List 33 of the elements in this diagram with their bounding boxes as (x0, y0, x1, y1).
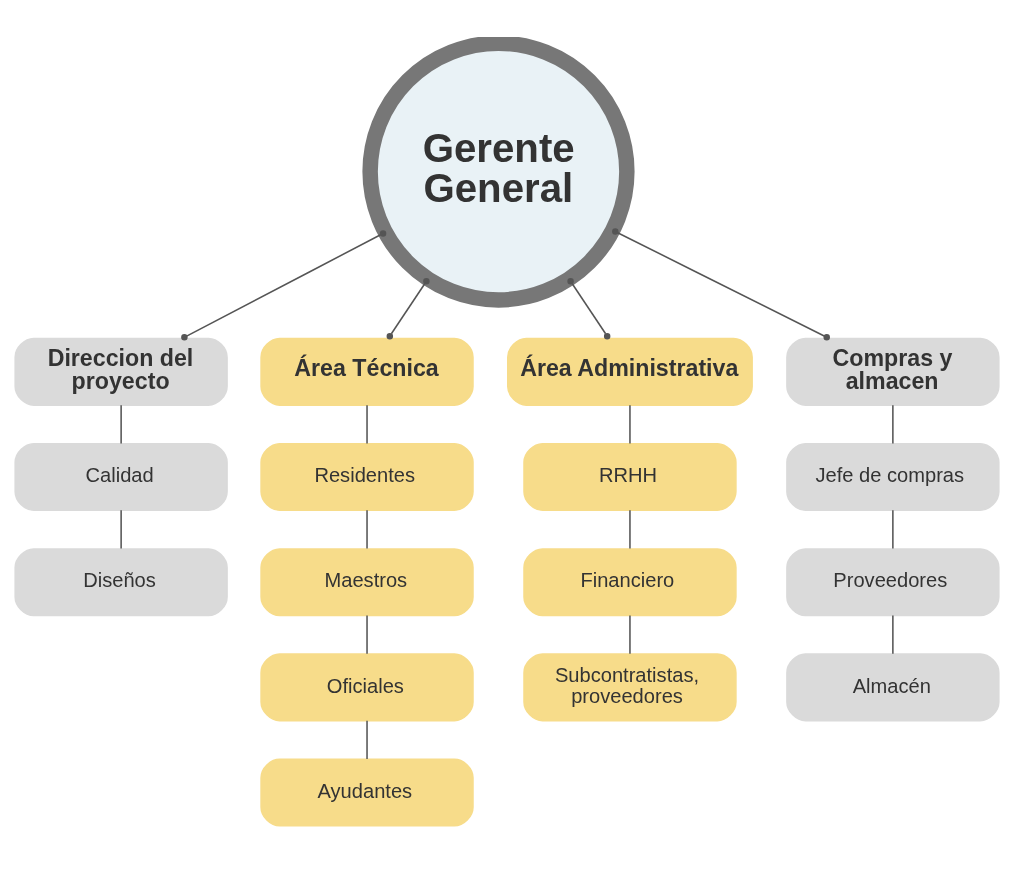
node-box: RRHH (522, 443, 737, 512)
connector (628, 404, 631, 445)
connector (119, 509, 122, 550)
connector (119, 404, 122, 445)
connector (891, 509, 894, 550)
connector (365, 509, 368, 550)
node-box: Subcontratistas, proveedores (522, 653, 737, 722)
connector (628, 509, 631, 550)
node-box: Residentes (259, 443, 474, 512)
connector (891, 404, 894, 445)
node-circle: Gerente General (361, 37, 635, 308)
node-box: Financiero (522, 548, 737, 617)
node-box: Maestros (259, 548, 474, 617)
node-box: Compras y almacen (785, 337, 1000, 406)
node-box: Diseños (13, 548, 228, 617)
node-box: Proveedores (785, 548, 1000, 617)
node-box: Área Administrativa (506, 337, 753, 406)
connector (386, 278, 430, 340)
connector (365, 719, 368, 760)
node-box: Ayudantes (259, 758, 474, 827)
connector (180, 230, 386, 341)
node-box: Almacén (785, 653, 1000, 722)
connector (891, 614, 894, 655)
connector (365, 404, 368, 445)
node-box: Oficiales (259, 653, 474, 722)
node-box: Direccion del proyecto (13, 337, 228, 406)
connector (365, 614, 368, 655)
connector (628, 614, 631, 655)
connector (611, 228, 830, 341)
connector (566, 278, 610, 340)
node-box: Área Técnica (259, 337, 474, 406)
node-box: Calidad (13, 443, 228, 512)
node-box: Jefe de compras (785, 443, 1000, 512)
